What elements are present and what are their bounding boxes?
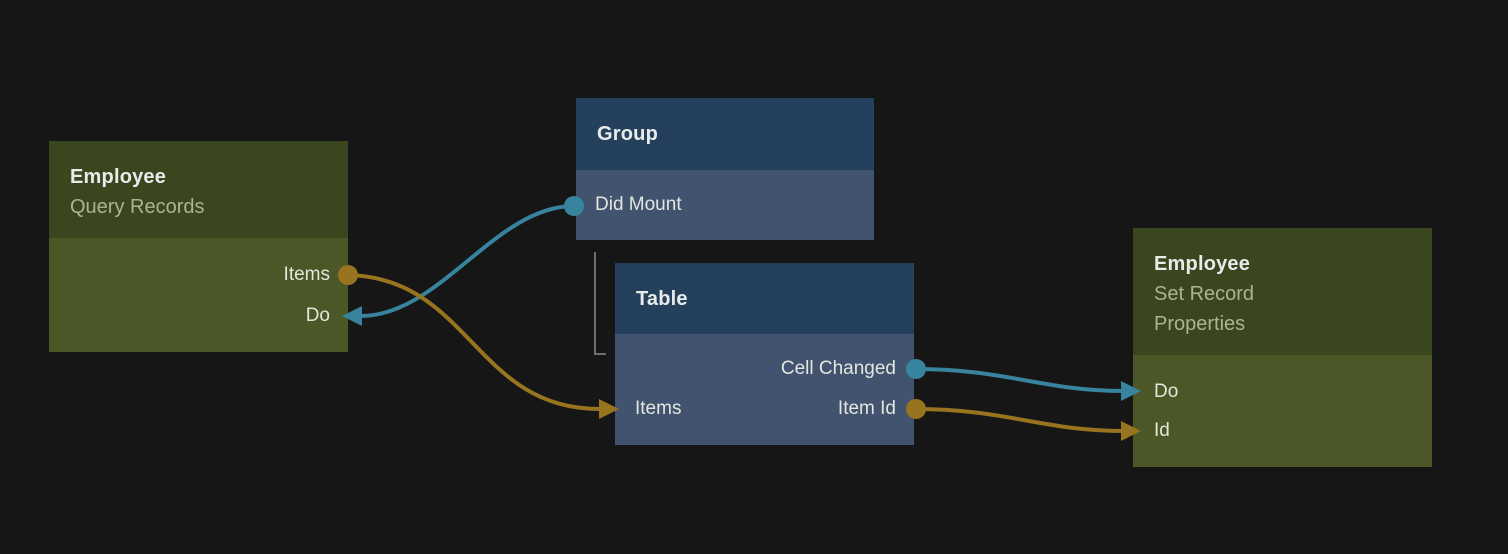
node-subtitle: Set Record Properties xyxy=(1154,283,1255,335)
edge-cell-changed-to-do[interactable] xyxy=(915,367,1123,393)
node-header: Employee Set Record Properties xyxy=(1133,228,1432,355)
port-did-mount-output[interactable]: Did Mount xyxy=(595,194,682,215)
node-title: Employee xyxy=(70,166,167,188)
port-id-input[interactable]: Id xyxy=(1154,420,1170,441)
node-title: Employee xyxy=(1154,253,1251,275)
node-subtitle: Query Records xyxy=(70,196,205,218)
port-items-output[interactable]: Items xyxy=(283,264,330,285)
node-employee-query-records[interactable]: Employee Query Records Items Do xyxy=(49,141,348,352)
node-employee-set-record-properties[interactable]: Employee Set Record Properties Do Id xyxy=(1133,228,1432,467)
node-header: Group xyxy=(576,98,874,170)
node-header: Employee Query Records xyxy=(49,141,348,238)
tree-connector-group-table xyxy=(594,252,606,355)
node-group[interactable]: Group Did Mount xyxy=(576,98,874,240)
port-do-input[interactable]: Do xyxy=(305,305,330,326)
node-title: Group xyxy=(597,123,658,145)
edge-did-mount-to-do[interactable] xyxy=(360,204,575,318)
port-item-id-output[interactable]: Item Id xyxy=(837,398,896,419)
node-table[interactable]: Table Cell Changed Items Item Id xyxy=(615,263,914,445)
port-cell-changed-output[interactable]: Cell Changed xyxy=(780,358,896,379)
port-items-input[interactable]: Items xyxy=(635,398,682,419)
edge-items-to-items[interactable] xyxy=(347,273,600,411)
edge-item-id-to-id[interactable] xyxy=(915,407,1123,433)
node-title: Table xyxy=(636,288,688,310)
port-do-input[interactable]: Do xyxy=(1154,381,1179,402)
node-header: Table xyxy=(615,263,914,334)
